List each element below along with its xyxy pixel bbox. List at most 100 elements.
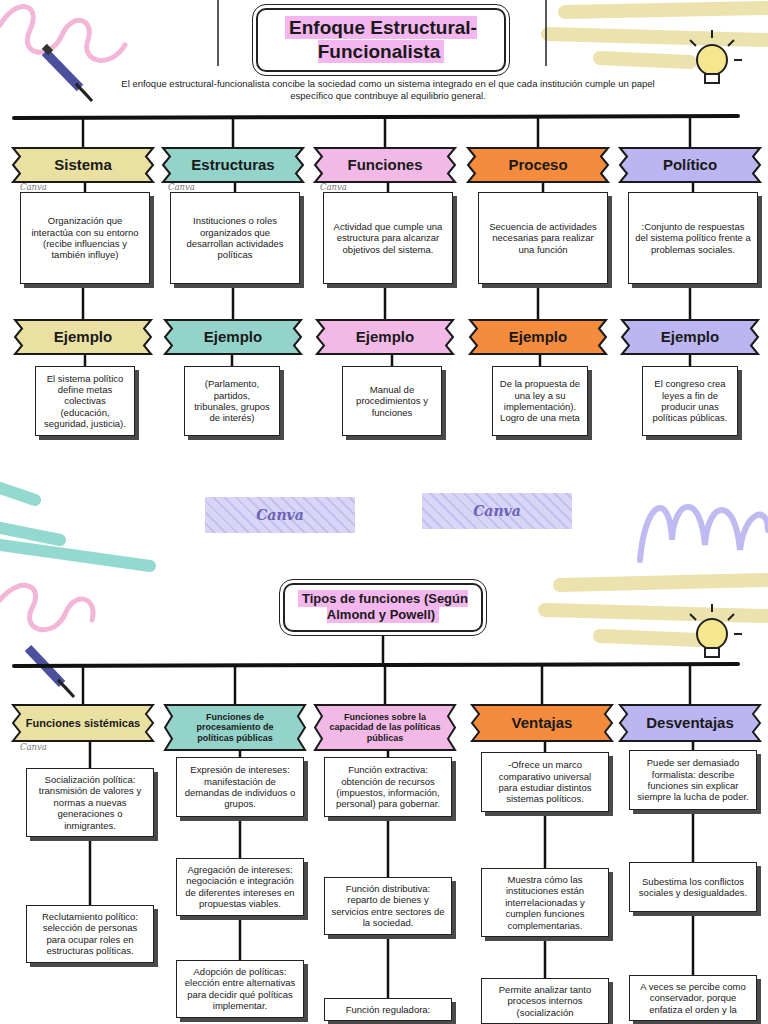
ribbon-fill bbox=[620, 705, 760, 741]
lavender-scribble bbox=[640, 507, 768, 560]
content-card: Función extractiva: obtención de recurso… bbox=[324, 757, 452, 817]
content-card: Subestima los conflictos sociales y desi… bbox=[629, 862, 757, 912]
node-text: Ventajas bbox=[484, 714, 600, 731]
node-text: Desventajas bbox=[632, 714, 748, 731]
connector bbox=[89, 837, 92, 905]
content-card: Socialización política: transmisión de v… bbox=[26, 768, 154, 837]
connector bbox=[89, 741, 92, 768]
content-card: Organización que interactúa con su entor… bbox=[20, 192, 150, 284]
lightbulb-icon bbox=[690, 604, 742, 657]
watermark: Canva bbox=[20, 742, 60, 752]
content-card: Instituciones o roles organizados que de… bbox=[170, 192, 300, 284]
watermark: Canva bbox=[422, 493, 572, 529]
node-text: Subestima los conflictos sociales y desi… bbox=[636, 876, 750, 899]
watermark: Canva bbox=[320, 182, 360, 192]
content-card: Agregación de intereses: negociación e i… bbox=[176, 858, 304, 916]
header-ribbon: Funciones de procesamiento de políticas … bbox=[165, 705, 305, 750]
header-ribbon: Sistema bbox=[13, 148, 153, 182]
node-text: Adopción de políticas: elección entre al… bbox=[183, 966, 297, 1012]
node-text: Enfoque Estructural-Funcionalista bbox=[285, 16, 477, 63]
ribbon-fill bbox=[13, 148, 153, 182]
header-ribbon: Político bbox=[620, 148, 760, 182]
node-text: Ejemplo bbox=[482, 328, 594, 345]
node-text: :Conjunto de respuestas del sistema polí… bbox=[635, 221, 751, 255]
timeline-bar bbox=[14, 116, 738, 118]
content-card: Manual de procedimientos y funciones bbox=[342, 366, 442, 436]
header-ribbon: Desventajas bbox=[620, 705, 760, 741]
node-text: A veces se percibe como conservador, por… bbox=[636, 981, 750, 1015]
connector bbox=[231, 354, 234, 366]
node-text: Instituciones o roles organizados que de… bbox=[177, 215, 293, 261]
ribbon-fill bbox=[15, 320, 151, 354]
connector bbox=[232, 284, 235, 320]
ribbon-fill bbox=[165, 320, 301, 354]
connector bbox=[542, 182, 545, 192]
node-text: El sistema político define metas colecti… bbox=[42, 373, 128, 430]
ribbon-fill bbox=[13, 705, 153, 741]
connector bbox=[692, 810, 695, 862]
connector bbox=[689, 354, 692, 366]
pencil-icon bbox=[45, 47, 92, 101]
connector bbox=[539, 354, 542, 366]
node-text: Funciones sistémicas bbox=[25, 717, 141, 730]
pink-scribble bbox=[0, 6, 125, 60]
teal-brush bbox=[0, 488, 150, 566]
connector bbox=[84, 354, 87, 366]
node-text: Función reguladora: bbox=[331, 1004, 445, 1015]
content-card: Expresión de intereses: manifestación de… bbox=[176, 757, 304, 817]
node-text: Tipos de funciones (Según Almond y Powel… bbox=[298, 590, 468, 623]
content-card: El congreso crea leyes a fin de producir… bbox=[642, 366, 738, 436]
ribbon-fill bbox=[468, 148, 608, 182]
node-text: Manual de procedimientos y funciones bbox=[349, 384, 435, 418]
connector bbox=[82, 284, 85, 320]
timeline-bar bbox=[14, 664, 738, 666]
header-ribbon: Ejemplo bbox=[317, 320, 453, 354]
title-box: Tipos de funciones (Según Almond y Powel… bbox=[283, 583, 483, 632]
connector bbox=[692, 182, 695, 192]
connector bbox=[239, 750, 242, 757]
connector bbox=[544, 741, 547, 752]
ribbon-fill bbox=[470, 320, 606, 354]
ribbon-fill bbox=[163, 148, 303, 182]
yellow-brush bbox=[545, 580, 768, 640]
node-text: Agregación de intereses: negociación e i… bbox=[183, 864, 297, 910]
node-text: Muestra cómo las instituciones están int… bbox=[488, 874, 602, 931]
yellow-brush bbox=[548, 8, 768, 62]
node-text: Funciones de procesamiento de políticas … bbox=[177, 712, 293, 743]
connector bbox=[544, 937, 547, 978]
content-card: Secuencia de actividades necesarias para… bbox=[478, 192, 608, 284]
node-text: Actividad que cumple una estructura para… bbox=[330, 221, 446, 255]
content-card: Adopción de políticas: elección entre al… bbox=[176, 960, 304, 1018]
node-text: Ejemplo bbox=[634, 328, 746, 345]
timeline-ticks bbox=[83, 118, 690, 148]
node-text: Organización que interactúa con su entor… bbox=[27, 215, 143, 261]
header-ribbon: Proceso bbox=[468, 148, 608, 182]
node-text: Secuencia de actividades necesarias para… bbox=[485, 221, 601, 255]
node-text: (Parlamento, partidos, tribunales, grupo… bbox=[191, 378, 273, 424]
header-ribbon: Funciones bbox=[315, 148, 455, 182]
header-ribbon: Ejemplo bbox=[165, 320, 301, 354]
node-text: Socialización política: transmisión de v… bbox=[33, 774, 147, 831]
node-text: Ejemplo bbox=[329, 328, 441, 345]
connector bbox=[387, 182, 390, 192]
node-text: Estructuras bbox=[175, 156, 291, 173]
title-box: Enfoque Estructural-Funcionalista bbox=[256, 8, 506, 72]
header-ribbon: Funciones sobre la capacidad de las polí… bbox=[315, 705, 455, 750]
node-text: Función distributiva: reparto de bienes … bbox=[331, 883, 445, 929]
watermark: Canva bbox=[168, 182, 208, 192]
title-tick bbox=[382, 635, 385, 665]
connector bbox=[544, 812, 547, 868]
header-ribbon: Ejemplo bbox=[15, 320, 151, 354]
content-card: Puede ser demasiado formalista: describe… bbox=[629, 750, 757, 810]
connector bbox=[689, 284, 692, 320]
ribbon-fill bbox=[317, 320, 453, 354]
node-text: Puede ser demasiado formalista: describe… bbox=[636, 757, 750, 803]
content-card: Reclutamiento político: selección de per… bbox=[26, 905, 154, 963]
pencil-icon bbox=[28, 648, 74, 697]
connector bbox=[391, 354, 394, 366]
content-card: A veces se percibe como conservador, por… bbox=[629, 975, 757, 1021]
node-text: El congreso crea leyes a fin de producir… bbox=[649, 378, 731, 424]
watermark: Canva bbox=[20, 182, 60, 192]
connector bbox=[692, 741, 695, 750]
